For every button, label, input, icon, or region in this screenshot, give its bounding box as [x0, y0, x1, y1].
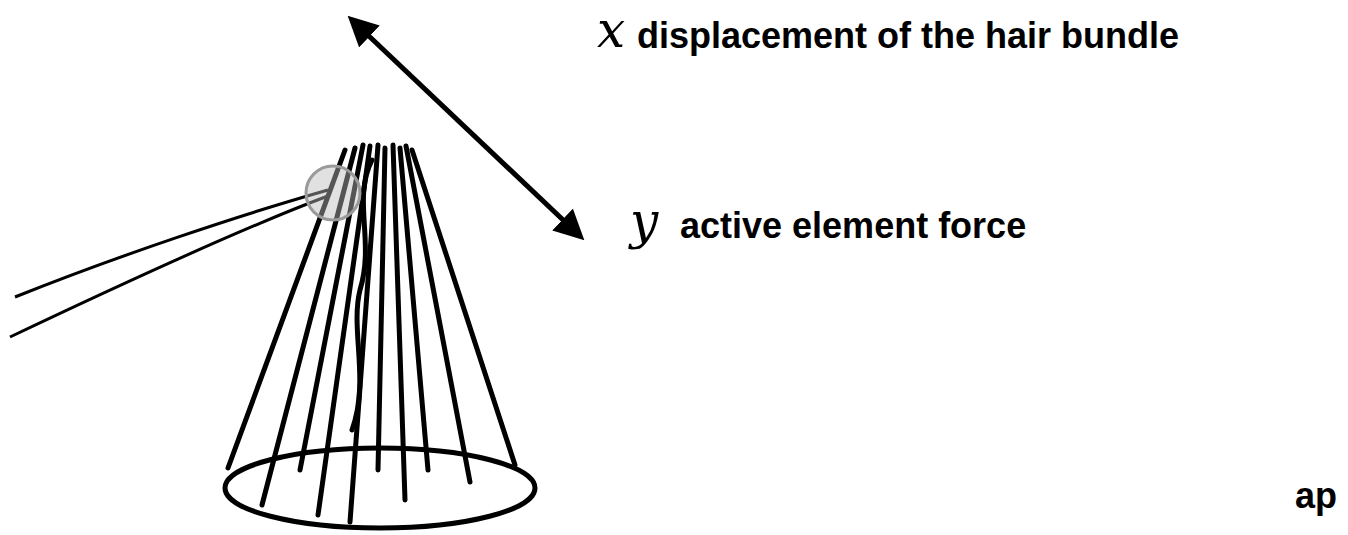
math-symbol: x	[597, 5, 625, 55]
attachment-point	[306, 166, 360, 220]
math-symbol: y	[630, 196, 658, 246]
annotation-label: displacement of the hair bundle	[637, 18, 1179, 54]
annotation-label: ap	[1295, 478, 1337, 514]
annotation-label: active element force	[680, 208, 1026, 244]
probe-fiber	[10, 190, 328, 337]
stereocilia	[228, 145, 515, 522]
